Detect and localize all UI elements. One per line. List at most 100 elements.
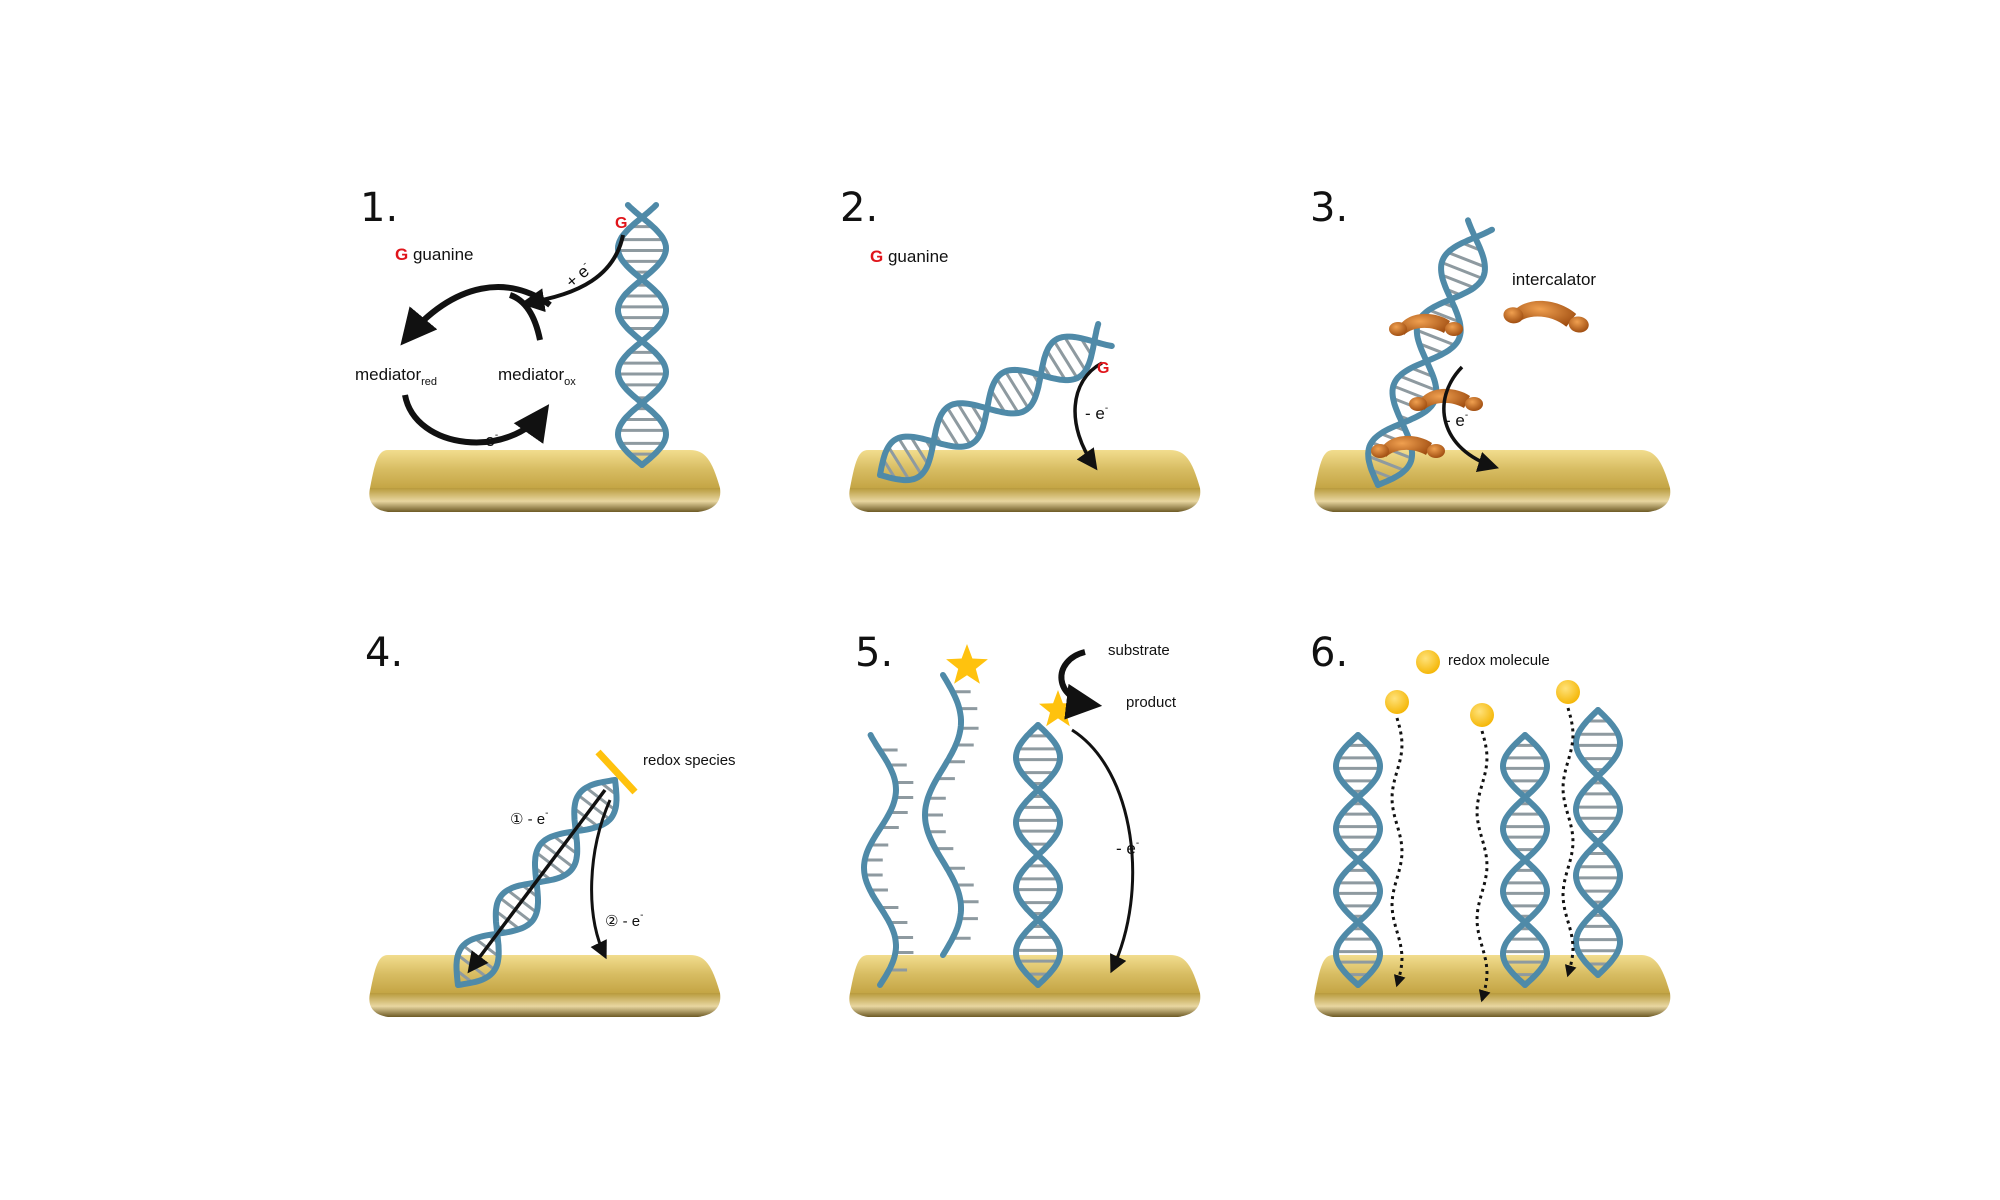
panel-number: 2. — [840, 185, 879, 231]
electrode-top — [370, 955, 720, 993]
electrode-side — [369, 993, 721, 1017]
electron-arrow-from-guanine — [520, 234, 625, 313]
mediator-ox-subscript: ox — [564, 376, 576, 388]
base-pair — [1399, 374, 1437, 392]
star-label — [946, 644, 988, 684]
electrode — [1314, 955, 1671, 1017]
electron-sign: - — [1135, 838, 1140, 849]
guanine-legend: G guanine — [870, 247, 948, 267]
redox-species-label: redox species — [643, 752, 736, 769]
diffusion-path — [1390, 717, 1406, 988]
dna-helix — [1572, 707, 1624, 978]
base-pair — [989, 389, 1007, 414]
electron-path-1-text: ① - e — [510, 811, 546, 828]
redox-molecule-legend-ball — [1416, 650, 1440, 674]
free-intercalator-molecule — [1503, 300, 1589, 333]
panel-5: 5. substrate product - e- — [840, 630, 1320, 1030]
redox-species-bar — [595, 749, 638, 795]
guanine-symbol: G — [395, 245, 409, 264]
dna-backbone — [614, 202, 670, 468]
dna-single-strand — [921, 672, 979, 958]
base-pair — [1418, 342, 1445, 355]
base-pair — [1052, 340, 1079, 379]
base-pair — [1447, 251, 1486, 269]
dna-helix — [1499, 732, 1551, 988]
guanine-label: guanine — [412, 245, 474, 264]
electron-arrow — [1442, 365, 1500, 473]
dna-backbone — [921, 672, 964, 958]
electron-sign: - — [1104, 403, 1109, 414]
intercalator-molecule — [1371, 435, 1445, 458]
redox-cycle-bottom-arrow — [402, 394, 550, 446]
dna-backbone — [1332, 732, 1384, 988]
base-pair — [1367, 454, 1406, 472]
panel-2: 2. G guanine G - e- — [840, 185, 1320, 585]
mediator-ox-label: mediatorox — [498, 365, 576, 388]
electrode-top — [850, 450, 1200, 488]
electron-path-1-label: ① - e- — [510, 808, 548, 828]
electron-loss-label: - e- — [1116, 838, 1139, 859]
dna-backbone — [1012, 722, 1064, 988]
base-pair — [1441, 261, 1484, 280]
mediator-ox-text: mediator — [498, 365, 565, 384]
panel-6: 6. redox molecule — [1310, 630, 1790, 1030]
electrode — [849, 450, 1201, 512]
electrode — [369, 955, 721, 1017]
electron-loss-text: - e — [1445, 411, 1465, 430]
intercalator-molecule — [1389, 313, 1463, 336]
dna-helix — [1332, 732, 1384, 988]
mediator-red-text: mediator — [355, 365, 422, 384]
electron-sign: - — [1464, 410, 1469, 421]
panel-3: 3. intercalator - e- — [1310, 185, 1790, 585]
guanine-base-marker: G — [615, 215, 628, 232]
redox-molecule-label: redox molecule — [1448, 652, 1550, 669]
diffusion-path — [1561, 707, 1577, 978]
electrode — [849, 955, 1201, 1017]
star-label — [1039, 690, 1077, 727]
base-pair — [1416, 328, 1456, 347]
product-label: product — [1126, 694, 1177, 711]
electron-sign: - — [545, 808, 549, 819]
dna-helix — [614, 202, 670, 468]
dna-helix — [877, 321, 1115, 484]
electron-loss-text: - e — [1116, 839, 1136, 858]
base-pair — [938, 416, 960, 448]
intercalator-label: intercalator — [1512, 270, 1597, 289]
electron-loss-text: - e — [1085, 404, 1105, 423]
electrode-side — [1314, 993, 1671, 1017]
base-pair — [1016, 369, 1037, 399]
base-pair — [887, 445, 911, 481]
panel-number: 4. — [365, 630, 404, 676]
base-pair — [1441, 273, 1475, 290]
electron-arrow — [1071, 728, 1135, 974]
panel-1: 1. G guanine G mediatorred mediatorox - … — [355, 185, 840, 585]
electron-sign: - — [494, 430, 499, 441]
electron-arrow-from-guanine — [1073, 361, 1103, 471]
dna-backbone — [877, 321, 1102, 478]
base-pair — [1428, 308, 1461, 324]
redox-molecule — [1470, 703, 1494, 727]
mediator-red-subscript: red — [421, 376, 438, 388]
panel-number: 5. — [855, 630, 894, 676]
guanine-symbol: G — [870, 247, 884, 266]
panel-4: 4. redox species ① - e- ② - e- — [360, 630, 840, 1030]
guanine-label: guanine — [887, 247, 949, 266]
panel-number: 1. — [360, 185, 399, 231]
electron-path-1-arrow — [467, 788, 607, 974]
electron-path-2-arrow — [590, 799, 612, 960]
intercalator-molecules — [1371, 300, 1589, 458]
dna-backbone — [1365, 217, 1488, 488]
electrode-side — [1314, 488, 1671, 512]
base-pair — [909, 435, 930, 466]
electron-loss-label: - e- — [475, 430, 498, 451]
panel-number: 3. — [1310, 185, 1349, 231]
electron-path-2-label: ② - e- — [605, 910, 643, 930]
dna-backbone — [860, 732, 900, 988]
dna-helix — [1012, 722, 1064, 988]
redox-molecule — [1385, 690, 1409, 714]
dna-backbone — [1572, 707, 1624, 978]
substrate-label: substrate — [1108, 642, 1170, 659]
panel-number: 6. — [1310, 630, 1349, 676]
electrode-top — [370, 450, 720, 488]
guanine-base-marker: G — [1097, 360, 1110, 377]
